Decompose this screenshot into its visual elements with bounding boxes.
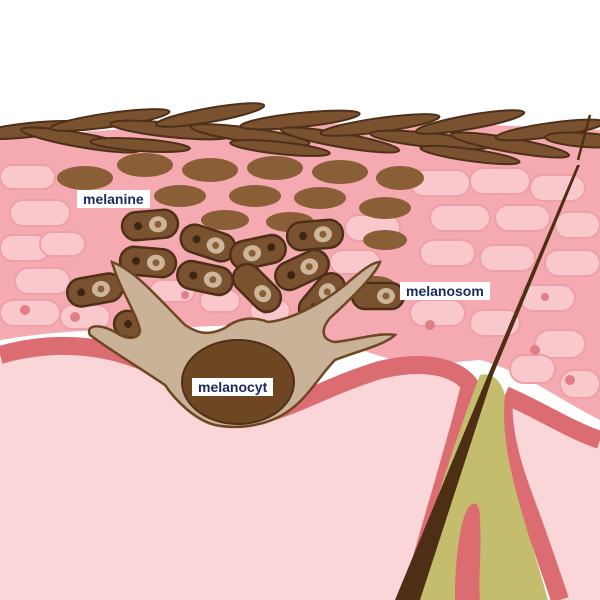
label-melanine: melanine — [77, 190, 150, 208]
stratum-corneum — [0, 102, 600, 166]
dermis-right — [505, 395, 600, 600]
label-melanosom: melanosom — [400, 282, 490, 300]
basement-membrane-right — [494, 386, 600, 600]
hair-shaft — [395, 165, 580, 600]
dermal-papilla — [455, 503, 481, 600]
hair-follicle-sheath — [405, 374, 548, 600]
dermis — [0, 351, 470, 600]
melanin-granules — [57, 153, 424, 300]
label-melanocyt: melanocyt — [192, 378, 274, 396]
